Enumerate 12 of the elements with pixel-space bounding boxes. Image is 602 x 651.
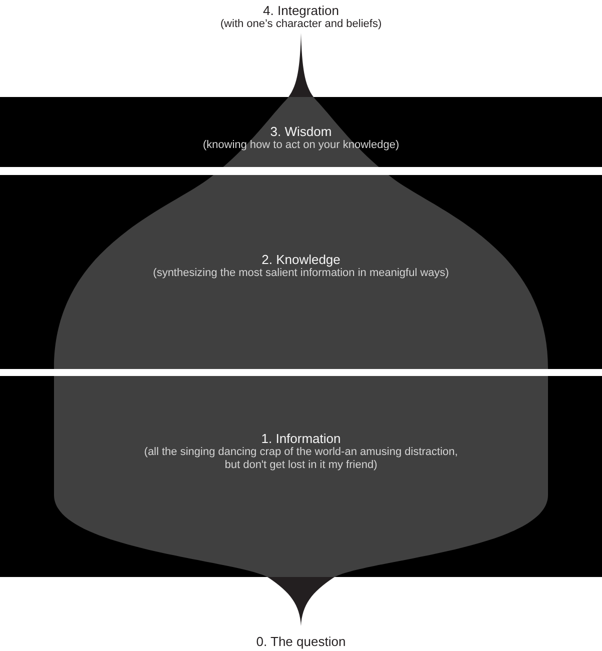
level-title: 1. Information bbox=[261, 430, 341, 446]
level-title: 3. Wisdom bbox=[270, 124, 332, 138]
level-band bbox=[0, 175, 602, 369]
level-title: 4. Integration bbox=[263, 2, 339, 18]
level-title: 0. The question bbox=[256, 634, 346, 648]
level-description: (synthesizing the most salient information in meanigful ways) bbox=[153, 266, 449, 280]
level-description: (with one’s character and beliefs) bbox=[220, 18, 382, 30]
level-description: (knowing how to act on your knowledge) bbox=[202, 138, 400, 152]
level-title: 2. Knowledge bbox=[262, 252, 340, 266]
level-band bbox=[0, 376, 602, 577]
level-description: (all the singing dancing crap of the world-an amusing distraction, but don't get lost in it my friend) bbox=[143, 446, 459, 472]
level-band bbox=[0, 97, 602, 167]
